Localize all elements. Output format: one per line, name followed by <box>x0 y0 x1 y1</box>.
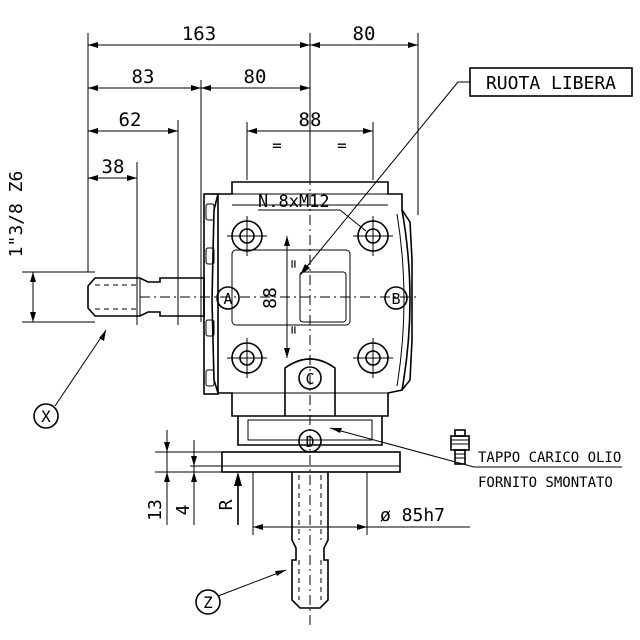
callout-c: C <box>298 366 322 390</box>
output-shaft-z <box>291 472 329 609</box>
callout-z: Z <box>195 569 287 615</box>
bolt-top-right <box>353 216 393 256</box>
dimension-lines <box>22 42 418 323</box>
equal-mark-right: = <box>337 136 347 155</box>
input-shaft-x <box>87 277 205 317</box>
callout-x-label: X <box>41 407 51 426</box>
equal-mark-vert-top: = <box>286 260 302 268</box>
dim-diameter-85h7: ø 85h7 <box>380 505 445 526</box>
bolt-bottom-left <box>227 338 267 378</box>
bottom-dimensions <box>155 430 470 535</box>
bolt-holes <box>227 216 393 378</box>
callout-x: X <box>33 329 107 429</box>
callout-b-label: B <box>391 290 400 308</box>
extension-lines <box>87 33 419 325</box>
dim-38: 38 <box>102 156 125 178</box>
dim-13: 13 <box>145 499 166 521</box>
tappo-text-line1: TAPPO CARICO OLIO <box>478 450 621 466</box>
dim-163: 163 <box>182 23 216 45</box>
callout-d-label: D <box>305 433 314 451</box>
equal-mark-vert-bottom: = <box>286 326 302 334</box>
dim-62: 62 <box>119 109 142 131</box>
callout-z-label: Z <box>203 593 213 612</box>
callout-a-label: A <box>223 290 232 308</box>
callout-b: B <box>384 286 408 310</box>
bolt-top-left <box>227 216 267 256</box>
bolt-spec-label: N.8xM12 <box>258 192 330 212</box>
shaft-spline-spec: 1"3/8 Z6 <box>6 171 27 258</box>
dim-r-label: R <box>216 499 237 510</box>
dim-80-mid: 80 <box>244 66 267 88</box>
dim-4: 4 <box>173 505 194 516</box>
dim-83: 83 <box>132 66 155 88</box>
oil-plug-icon <box>450 429 470 465</box>
ruota-libera-label: RUOTA LIBERA <box>486 73 616 94</box>
dim-80-top: 80 <box>353 23 376 45</box>
callout-d: D <box>298 429 322 453</box>
tappo-text-line2: FORNITO SMONTATO <box>478 475 613 491</box>
callout-a: A <box>216 286 240 310</box>
dim-88-vertical: 88 <box>260 287 281 309</box>
callout-c-label: C <box>305 370 314 388</box>
bolt-bottom-right <box>353 338 393 378</box>
equal-mark-left: = <box>272 136 282 155</box>
center-lines <box>140 95 420 625</box>
